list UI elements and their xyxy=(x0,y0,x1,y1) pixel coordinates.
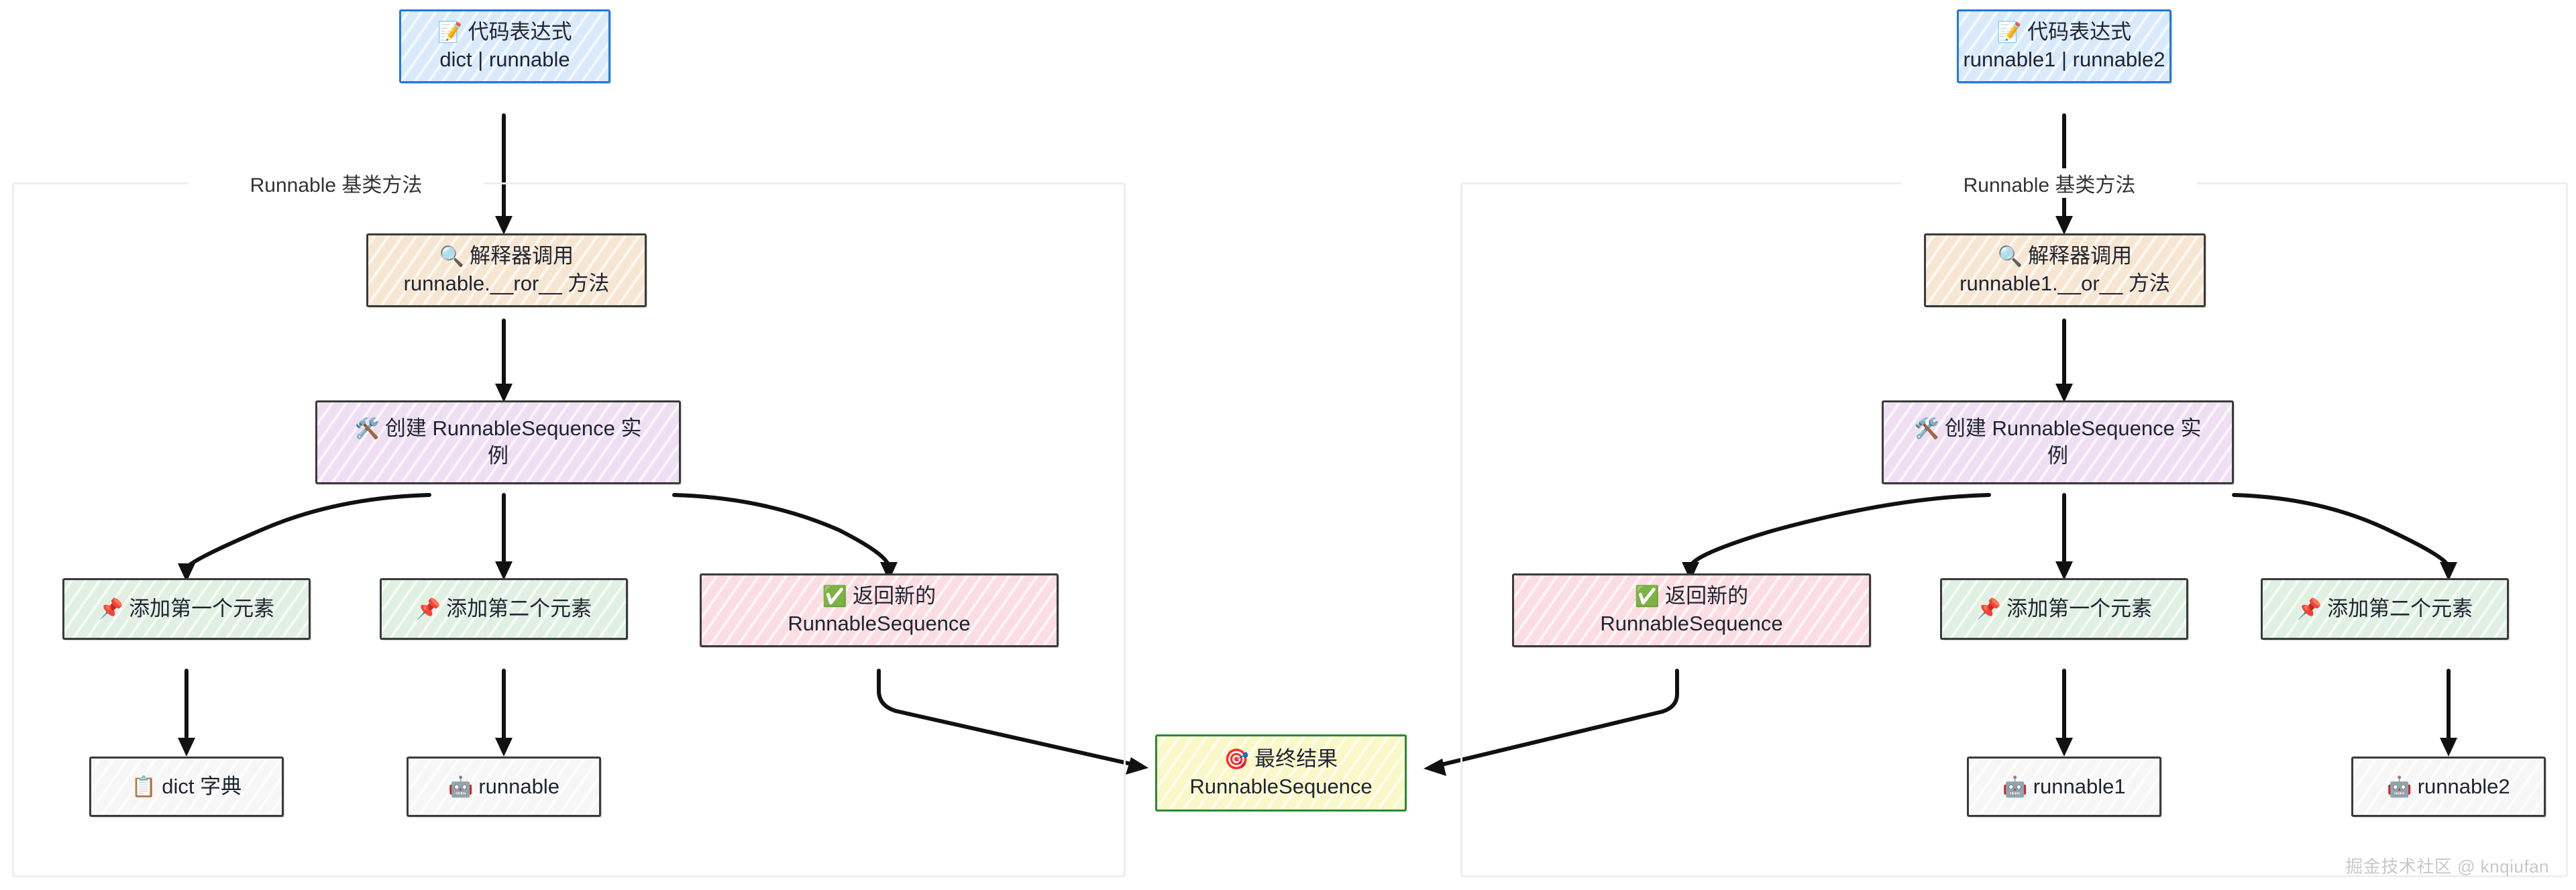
node-right-step-3[interactable]: 📌添加第二个元素 xyxy=(2261,578,2509,640)
node-right-interpreter-title: 解释器调用 xyxy=(2028,244,2133,268)
node-right-leaf-runnable1-row: 🤖runnable1 xyxy=(2002,773,2125,801)
node-right-create-subtitle: 例 xyxy=(2047,443,2068,467)
node-left-leaf-dict-row: 📋dict 字典 xyxy=(131,773,241,801)
node-right-step-1-subtitle: RunnableSequence xyxy=(1600,612,1783,635)
node-left-leaf-dict[interactable]: 📋dict 字典 xyxy=(89,757,284,817)
hammer-wrench-icon: 🛠️ xyxy=(354,417,380,440)
node-left-step-1-row: 📌添加第一个元素 xyxy=(99,596,274,623)
node-right-entry-title-row: 📝代码表达式 xyxy=(1997,19,2131,46)
node-left-create[interactable]: 🛠️创建 RunnableSequence 实 例 xyxy=(315,400,681,484)
node-left-create-title: 创建 RunnableSequence 实 xyxy=(384,416,642,440)
node-left-step-1[interactable]: 📌添加第一个元素 xyxy=(62,578,311,640)
node-right-step-2[interactable]: 📌添加第一个元素 xyxy=(1940,578,2188,640)
node-left-interpreter-subtitle: runnable.__ror__ 方法 xyxy=(403,272,610,295)
node-right-entry-title: 代码表达式 xyxy=(2027,20,2132,44)
node-left-interpreter-title: 解释器调用 xyxy=(470,244,574,268)
node-right-step-2-row: 📌添加第一个元素 xyxy=(1976,596,2152,623)
node-left-leaf-runnable-row: 🤖runnable xyxy=(448,773,559,801)
node-right-leaf-runnable2[interactable]: 🤖runnable2 xyxy=(2351,757,2546,817)
node-right-step-1-title: 返回新的 xyxy=(1665,584,1749,608)
hammer-wrench-icon: 🛠️ xyxy=(1914,417,1939,440)
node-right-leaf-runnable1[interactable]: 🤖runnable1 xyxy=(1967,757,2161,817)
clipboard-icon: 📋 xyxy=(131,775,157,798)
magnifier-icon: 🔍 xyxy=(1997,245,2023,268)
node-left-interpreter-title-row: 🔍解释器调用 xyxy=(439,243,574,270)
node-right-step-2-title: 添加第一个元素 xyxy=(2006,596,2153,620)
check-mark-icon: ✅ xyxy=(1634,586,1660,608)
node-right-step-3-row: 📌添加第二个元素 xyxy=(2297,596,2473,623)
node-left-interpreter[interactable]: 🔍解释器调用 runnable.__ror__ 方法 xyxy=(366,233,647,307)
node-right-leaf-runnable1-title: runnable1 xyxy=(2033,774,2126,798)
pushpin-icon: 📌 xyxy=(415,598,441,620)
node-right-interpreter[interactable]: 🔍解释器调用 runnable1.__or__ 方法 xyxy=(1924,233,2206,307)
node-left-step-3[interactable]: ✅返回新的 RunnableSequence xyxy=(700,573,1059,647)
node-right-leaf-runnable2-row: 🤖runnable2 xyxy=(2387,773,2510,801)
node-left-step-3-row: ✅返回新的 xyxy=(822,583,936,610)
node-left-create-title-row: 🛠️创建 RunnableSequence 实 xyxy=(355,415,642,443)
node-left-create-subtitle: 例 xyxy=(488,443,508,467)
node-left-leaf-runnable[interactable]: 🤖runnable xyxy=(407,757,601,817)
node-final-result-subtitle: RunnableSequence xyxy=(1189,774,1373,798)
node-final-result-row: 🎯最终结果 xyxy=(1224,746,1338,773)
subgraph-left-label: Runnable 基类方法 xyxy=(189,168,484,198)
node-right-step-1[interactable]: ✅返回新的 RunnableSequence xyxy=(1512,573,1871,647)
node-right-entry[interactable]: 📝代码表达式 runnable1 | runnable2 xyxy=(1957,9,2171,83)
node-left-step-2-row: 📌添加第二个元素 xyxy=(416,596,592,623)
node-right-step-3-title: 添加第二个元素 xyxy=(2327,596,2473,620)
node-right-create-title: 创建 RunnableSequence 实 xyxy=(1944,416,2202,440)
node-right-create-title-row: 🛠️创建 RunnableSequence 实 xyxy=(1915,415,2202,443)
node-right-interpreter-title-row: 🔍解释器调用 xyxy=(1998,243,2132,270)
robot-icon: 🤖 xyxy=(2002,775,2028,798)
pushpin-icon: 📌 xyxy=(2296,598,2322,620)
node-right-step-1-row: ✅返回新的 xyxy=(1635,583,1748,610)
node-left-step-3-subtitle: RunnableSequence xyxy=(788,612,971,635)
target-icon: 🎯 xyxy=(1224,748,1250,771)
node-final-result[interactable]: 🎯最终结果 RunnableSequence xyxy=(1155,734,1407,812)
node-left-leaf-runnable-title: runnable xyxy=(478,774,559,798)
node-right-create[interactable]: 🛠️创建 RunnableSequence 实 例 xyxy=(1882,400,2234,484)
node-left-leaf-dict-title: dict 字典 xyxy=(162,774,242,798)
robot-icon: 🤖 xyxy=(447,775,474,798)
node-left-step-1-title: 添加第一个元素 xyxy=(129,596,275,620)
node-left-step-2-title: 添加第二个元素 xyxy=(446,596,592,620)
node-left-entry-title: 代码表达式 xyxy=(468,20,572,44)
subgraph-right: Runnable 基类方法 xyxy=(1460,168,2568,877)
node-right-entry-subtitle: runnable1 | runnable2 xyxy=(1963,48,2165,71)
node-left-entry-title-row: 📝代码表达式 xyxy=(437,19,572,46)
node-left-entry-subtitle: dict | runnable xyxy=(439,48,570,71)
memo-icon: 📝 xyxy=(1996,21,2023,44)
node-left-step-2[interactable]: 📌添加第二个元素 xyxy=(380,578,628,640)
node-left-entry[interactable]: 📝代码表达式 dict | runnable xyxy=(399,9,610,83)
subgraph-left: Runnable 基类方法 xyxy=(12,168,1126,877)
check-mark-icon: ✅ xyxy=(822,586,848,608)
node-right-interpreter-subtitle: runnable1.__or__ 方法 xyxy=(1960,272,2170,295)
node-left-step-3-title: 返回新的 xyxy=(853,584,936,608)
node-right-leaf-runnable2-title: runnable2 xyxy=(2417,774,2510,798)
pushpin-icon: 📌 xyxy=(98,598,124,620)
watermark: 掘金技术社区 @ knqiufan xyxy=(2345,856,2549,877)
node-final-result-title: 最终结果 xyxy=(1254,746,1338,771)
pushpin-icon: 📌 xyxy=(1976,598,2002,620)
subgraph-right-label: Runnable 基类方法 xyxy=(1902,168,2197,198)
magnifier-icon: 🔍 xyxy=(439,245,465,268)
memo-icon: 📝 xyxy=(437,21,463,44)
robot-icon: 🤖 xyxy=(2387,775,2412,798)
